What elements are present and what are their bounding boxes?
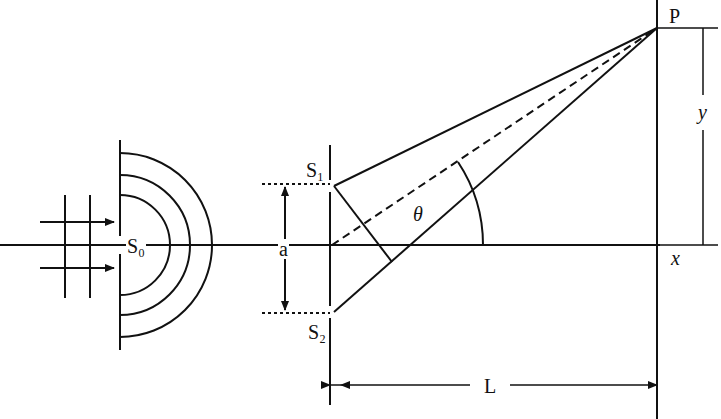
source-label: S₀ bbox=[126, 236, 146, 256]
axis-label: x bbox=[670, 248, 681, 268]
angle-label: θ bbox=[412, 204, 424, 224]
dimension-label: y bbox=[697, 102, 708, 122]
point-label: P bbox=[668, 6, 681, 26]
dimension-label: a bbox=[278, 239, 289, 259]
slit-label: S₁ bbox=[305, 160, 325, 180]
slit-label: S₂ bbox=[307, 322, 327, 342]
dimension-label: L bbox=[483, 376, 497, 396]
